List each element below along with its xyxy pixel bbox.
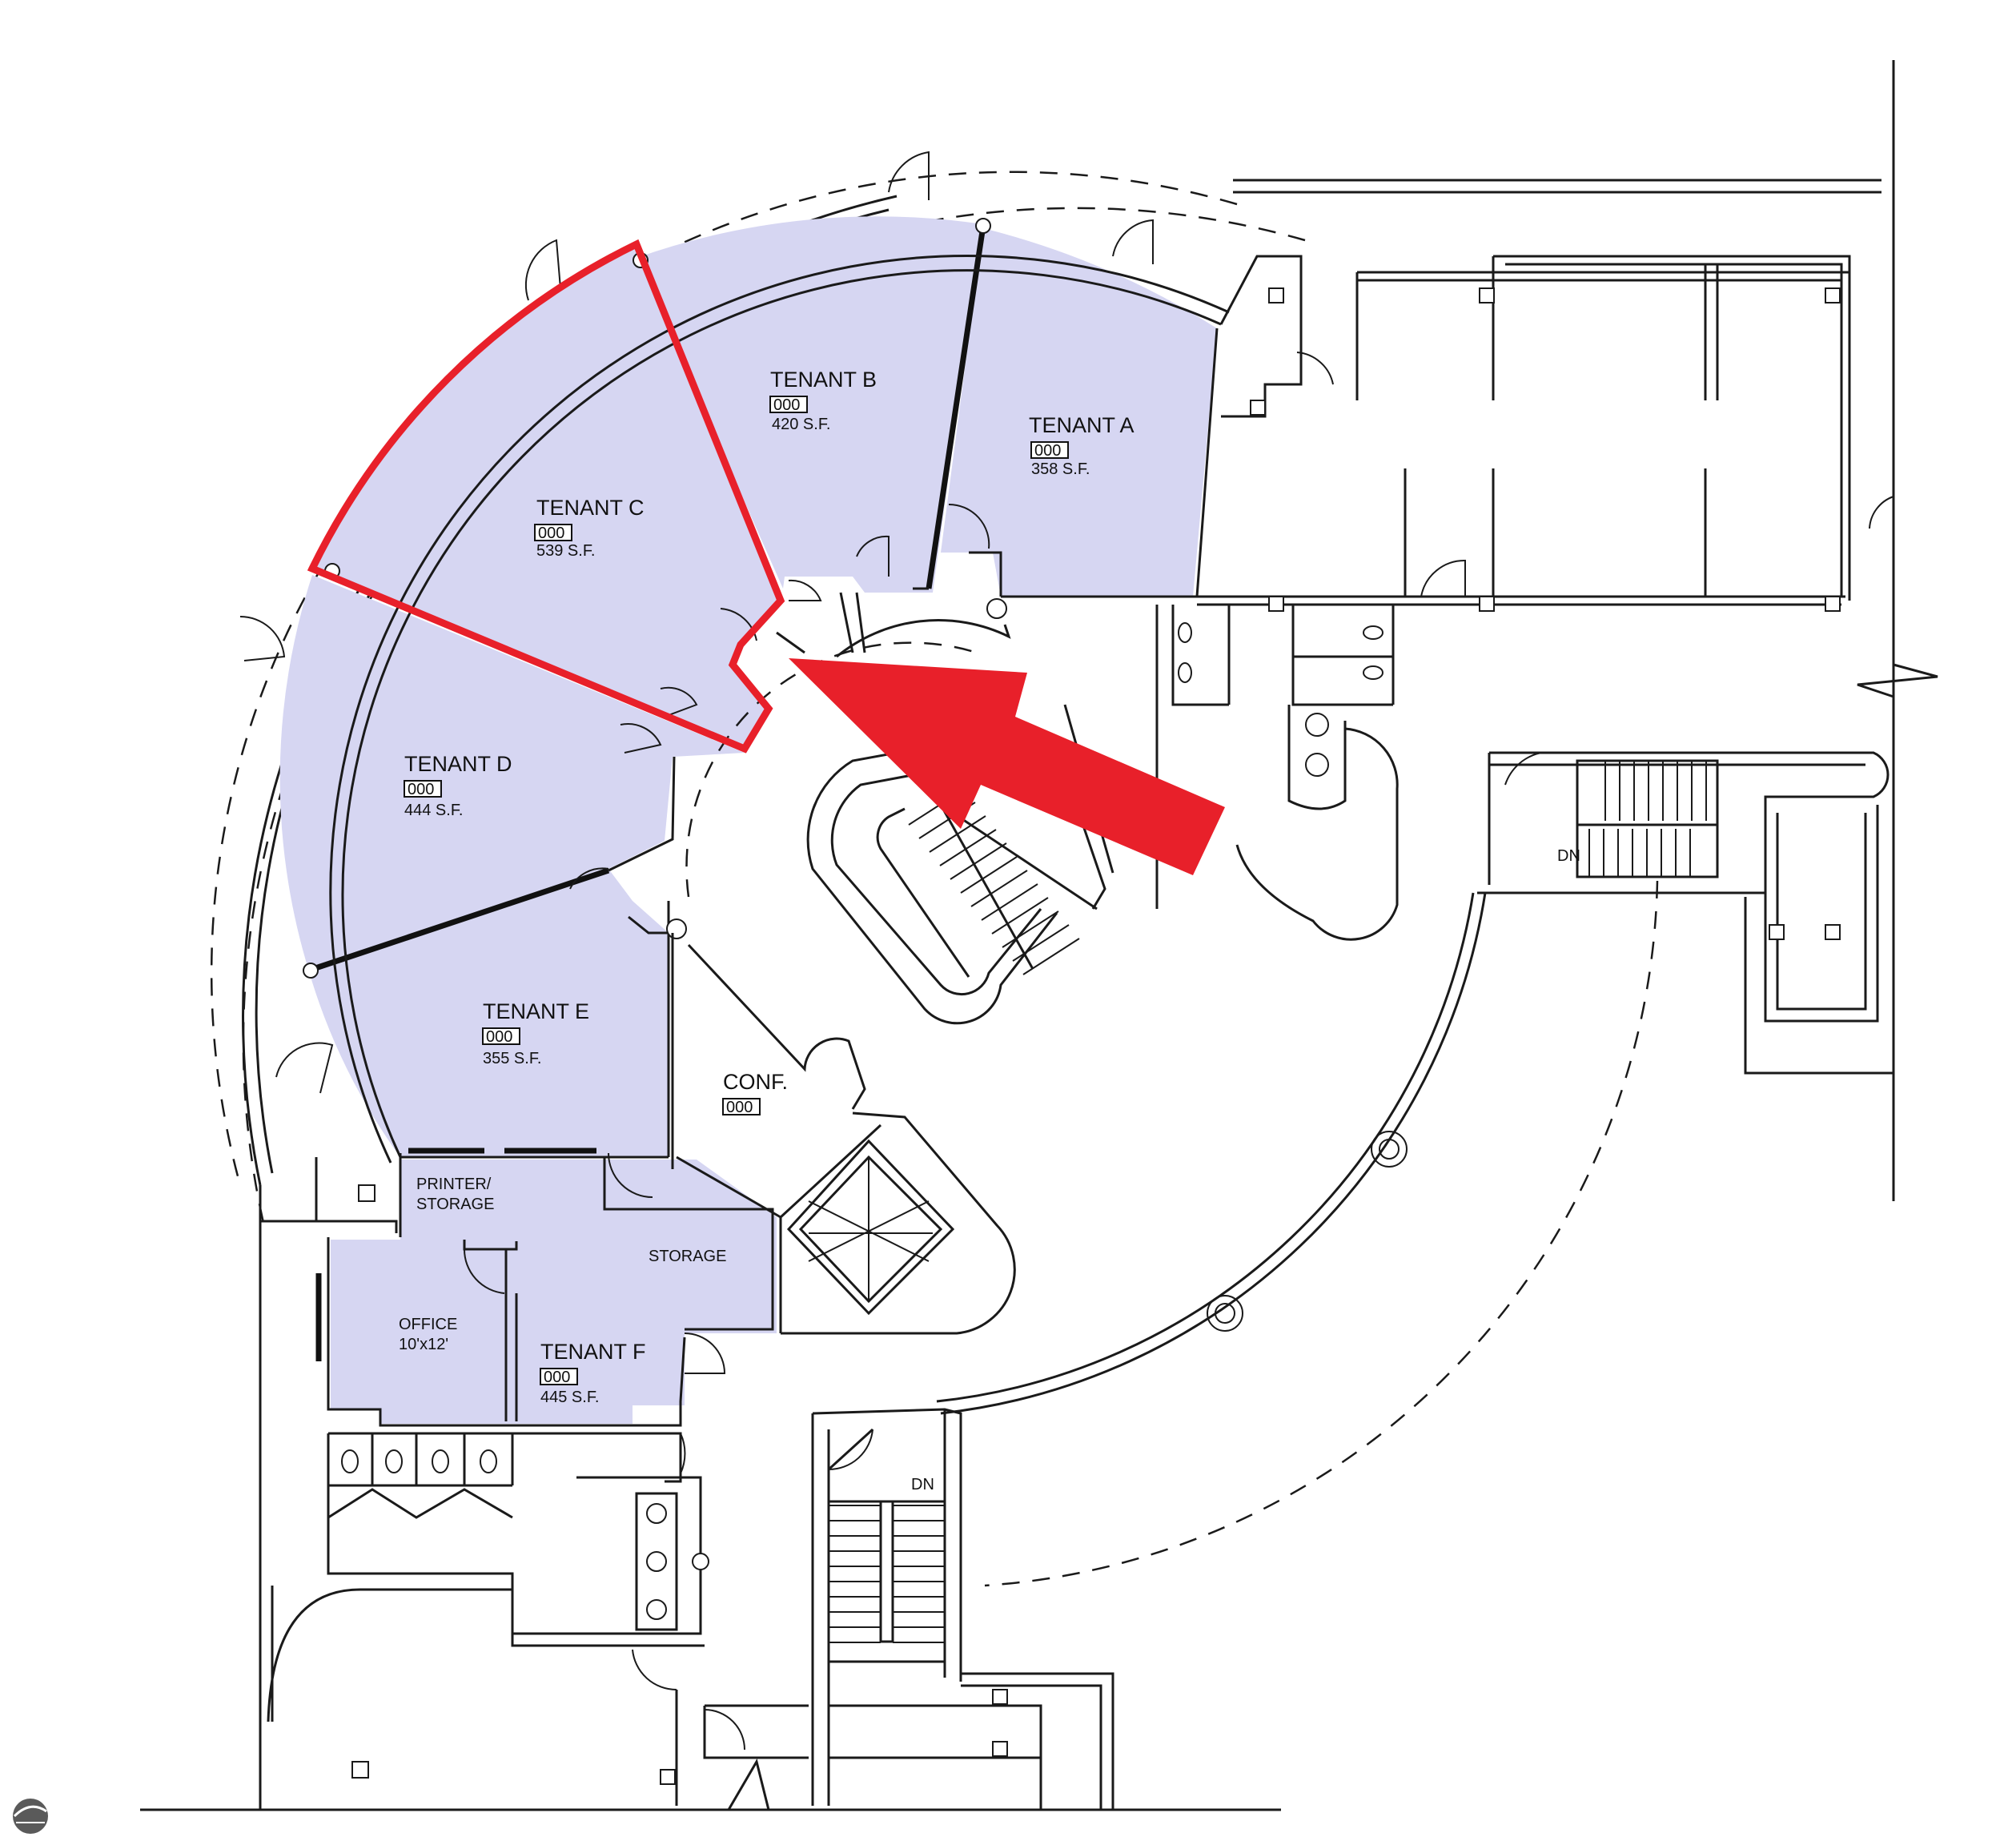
conf-tag: 000 bbox=[726, 1099, 753, 1116]
tenant-c-label: TENANT C 000 539 S.F. bbox=[534, 496, 645, 560]
right-stair-treads bbox=[1588, 761, 1707, 877]
core-doors bbox=[569, 503, 990, 890]
office-label: OFFICE 10'x12' bbox=[399, 1316, 457, 1353]
right-restrooms bbox=[1155, 605, 1399, 941]
printer-storage-label: PRINTER/ STORAGE bbox=[416, 1176, 494, 1213]
office-name: OFFICE bbox=[399, 1316, 457, 1333]
tenant-f-area: 445 S.F. bbox=[540, 1389, 599, 1406]
printer-storage-line1: PRINTER/ bbox=[416, 1176, 492, 1193]
tenant-a-tag: 000 bbox=[1034, 442, 1061, 460]
conf-tag-box bbox=[722, 1098, 761, 1115]
bottom-stair-treads bbox=[829, 1505, 945, 1643]
elevator bbox=[786, 1139, 955, 1316]
conference-room bbox=[671, 933, 1016, 1335]
tenant-d-tag: 000 bbox=[408, 781, 434, 798]
stair-tread bbox=[939, 829, 997, 866]
tenant-c-highlight-outline bbox=[307, 239, 785, 754]
tenant-d-name: TENANT D bbox=[404, 752, 512, 776]
tenant-f-walls bbox=[315, 1148, 774, 1427]
stair-treads bbox=[908, 788, 1080, 975]
conf-label: CONF. 000 bbox=[722, 1070, 788, 1116]
tenant-e-tag-box bbox=[482, 1027, 520, 1045]
tenant-f-fill bbox=[331, 1160, 777, 1424]
tenant-b-label: TENANT B 000 420 S.F. bbox=[769, 368, 877, 433]
office-size: 10'x12' bbox=[399, 1336, 448, 1353]
bottom-stair-dn-label: DN bbox=[911, 1476, 934, 1493]
tenant-c-area: 539 S.F. bbox=[536, 542, 595, 560]
core-corridor bbox=[685, 619, 1011, 898]
tenant-a-label: TENANT A 000 358 S.F. bbox=[1029, 413, 1135, 478]
tenant-b-fill bbox=[637, 216, 983, 593]
storage-name: STORAGE bbox=[649, 1248, 726, 1265]
window-wall bbox=[329, 255, 1230, 1164]
right-curved-wall bbox=[936, 892, 1487, 1415]
perimeter-doors bbox=[239, 151, 1154, 1094]
tenant-c-name: TENANT C bbox=[536, 496, 645, 520]
column-markers bbox=[303, 218, 1408, 1332]
stair-tread bbox=[1022, 938, 1080, 975]
printer-storage-line2: STORAGE bbox=[416, 1196, 494, 1213]
right-wing bbox=[1197, 255, 1894, 612]
stair-tread bbox=[929, 815, 986, 853]
storage-label: STORAGE bbox=[649, 1248, 726, 1265]
tenant-d-label: TENANT D 000 444 S.F. bbox=[404, 752, 512, 819]
tenant-c-tag: 000 bbox=[538, 525, 564, 542]
tenant-b-area: 420 S.F. bbox=[772, 416, 830, 433]
tenant-b-name: TENANT B bbox=[770, 368, 877, 392]
tenant-c-tag-box bbox=[534, 524, 572, 541]
tenant-a-tag-box bbox=[1030, 441, 1069, 459]
tenant-f-name: TENANT F bbox=[540, 1340, 646, 1364]
tenant-f-tag: 000 bbox=[544, 1369, 570, 1386]
tenant-e-name: TENANT E bbox=[483, 999, 589, 1023]
tenant-d-area: 444 S.F. bbox=[404, 802, 463, 819]
tenant-e-area: 355 S.F. bbox=[483, 1050, 541, 1067]
stair-tread bbox=[1002, 910, 1059, 948]
stair-tread bbox=[1012, 924, 1070, 962]
stair-tread bbox=[970, 870, 1028, 907]
tenant-b-tag: 000 bbox=[773, 396, 800, 414]
tenant-d-tag-box bbox=[404, 780, 442, 798]
right-stair-dn-label: DN bbox=[1557, 847, 1580, 865]
right-stair: DN bbox=[1477, 751, 1894, 1075]
arrow-pointer-icon bbox=[789, 658, 1225, 875]
tenant-f-label: TENANT F 000 445 S.F. bbox=[540, 1340, 646, 1406]
tenant-a-fill bbox=[941, 228, 1217, 597]
conf-name: CONF. bbox=[723, 1070, 788, 1094]
stair-tread bbox=[950, 842, 1007, 880]
tenant-e-label: TENANT E 000 355 S.F. bbox=[482, 999, 589, 1067]
tenant-d-fill bbox=[279, 575, 745, 969]
stair-tread bbox=[981, 883, 1038, 921]
tenant-e-tag: 000 bbox=[486, 1028, 512, 1046]
tenant-a-area: 358 S.F. bbox=[1031, 460, 1090, 478]
tenant-c-fill bbox=[312, 244, 781, 749]
tenant-f-tag-box bbox=[540, 1368, 578, 1385]
logo-icon bbox=[13, 1799, 48, 1834]
tenant-b-tag-box bbox=[769, 396, 808, 413]
bottom-stair: DN bbox=[660, 1408, 1114, 1811]
left-restrooms bbox=[327, 1432, 709, 1779]
stair-tread bbox=[960, 856, 1018, 894]
tenant-walls bbox=[307, 225, 1219, 1159]
stair-tread bbox=[991, 897, 1049, 935]
tenant-a-name: TENANT A bbox=[1029, 413, 1135, 437]
